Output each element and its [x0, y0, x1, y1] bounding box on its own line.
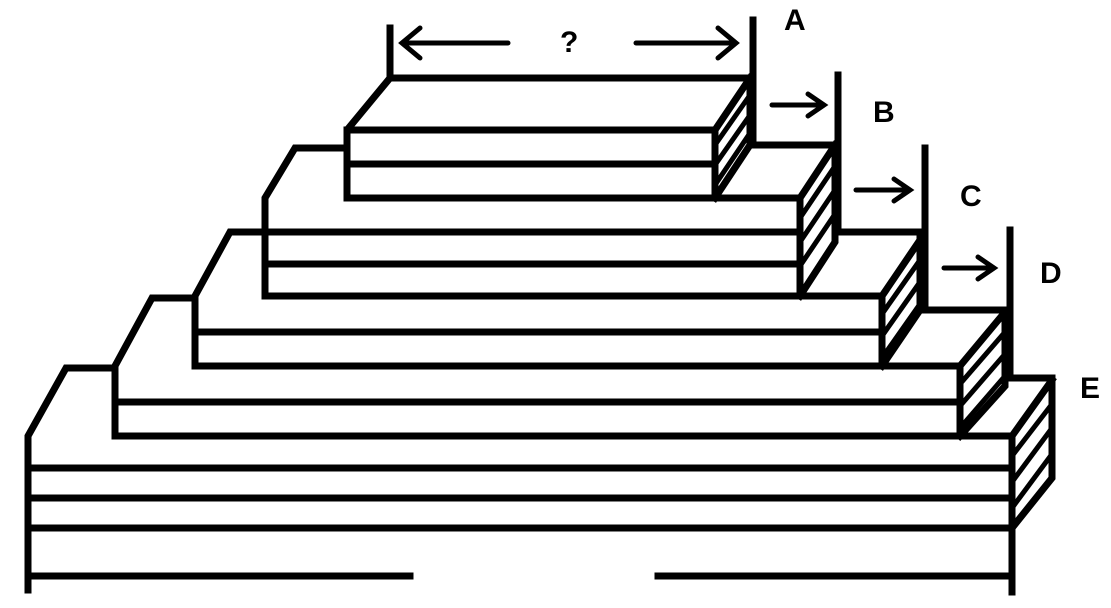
block-c-hatching	[879, 258, 923, 360]
block-d-hatching	[958, 330, 1007, 430]
dimension-d	[941, 226, 1014, 379]
dimension-a	[386, 16, 757, 144]
label-e: E	[1080, 372, 1100, 405]
arrow-right-icon	[975, 254, 999, 282]
label-question: ?	[560, 26, 578, 59]
block-e	[24, 364, 1057, 596]
dimension-c	[853, 144, 929, 309]
arrow-right-icon	[891, 176, 915, 204]
label-c: C	[960, 180, 982, 213]
block-c	[191, 228, 925, 371]
label-d: D	[1040, 257, 1062, 290]
block-b	[261, 140, 840, 301]
arrow-right-icon	[805, 91, 829, 119]
block-b-hatching	[797, 164, 838, 268]
block-a	[343, 73, 755, 203]
dimension-b	[769, 71, 842, 229]
block-e-hatching	[1009, 402, 1055, 510]
block-a-hatching	[712, 93, 753, 187]
label-b: B	[873, 96, 895, 129]
label-a: A	[784, 4, 806, 37]
block-d	[111, 294, 1010, 441]
